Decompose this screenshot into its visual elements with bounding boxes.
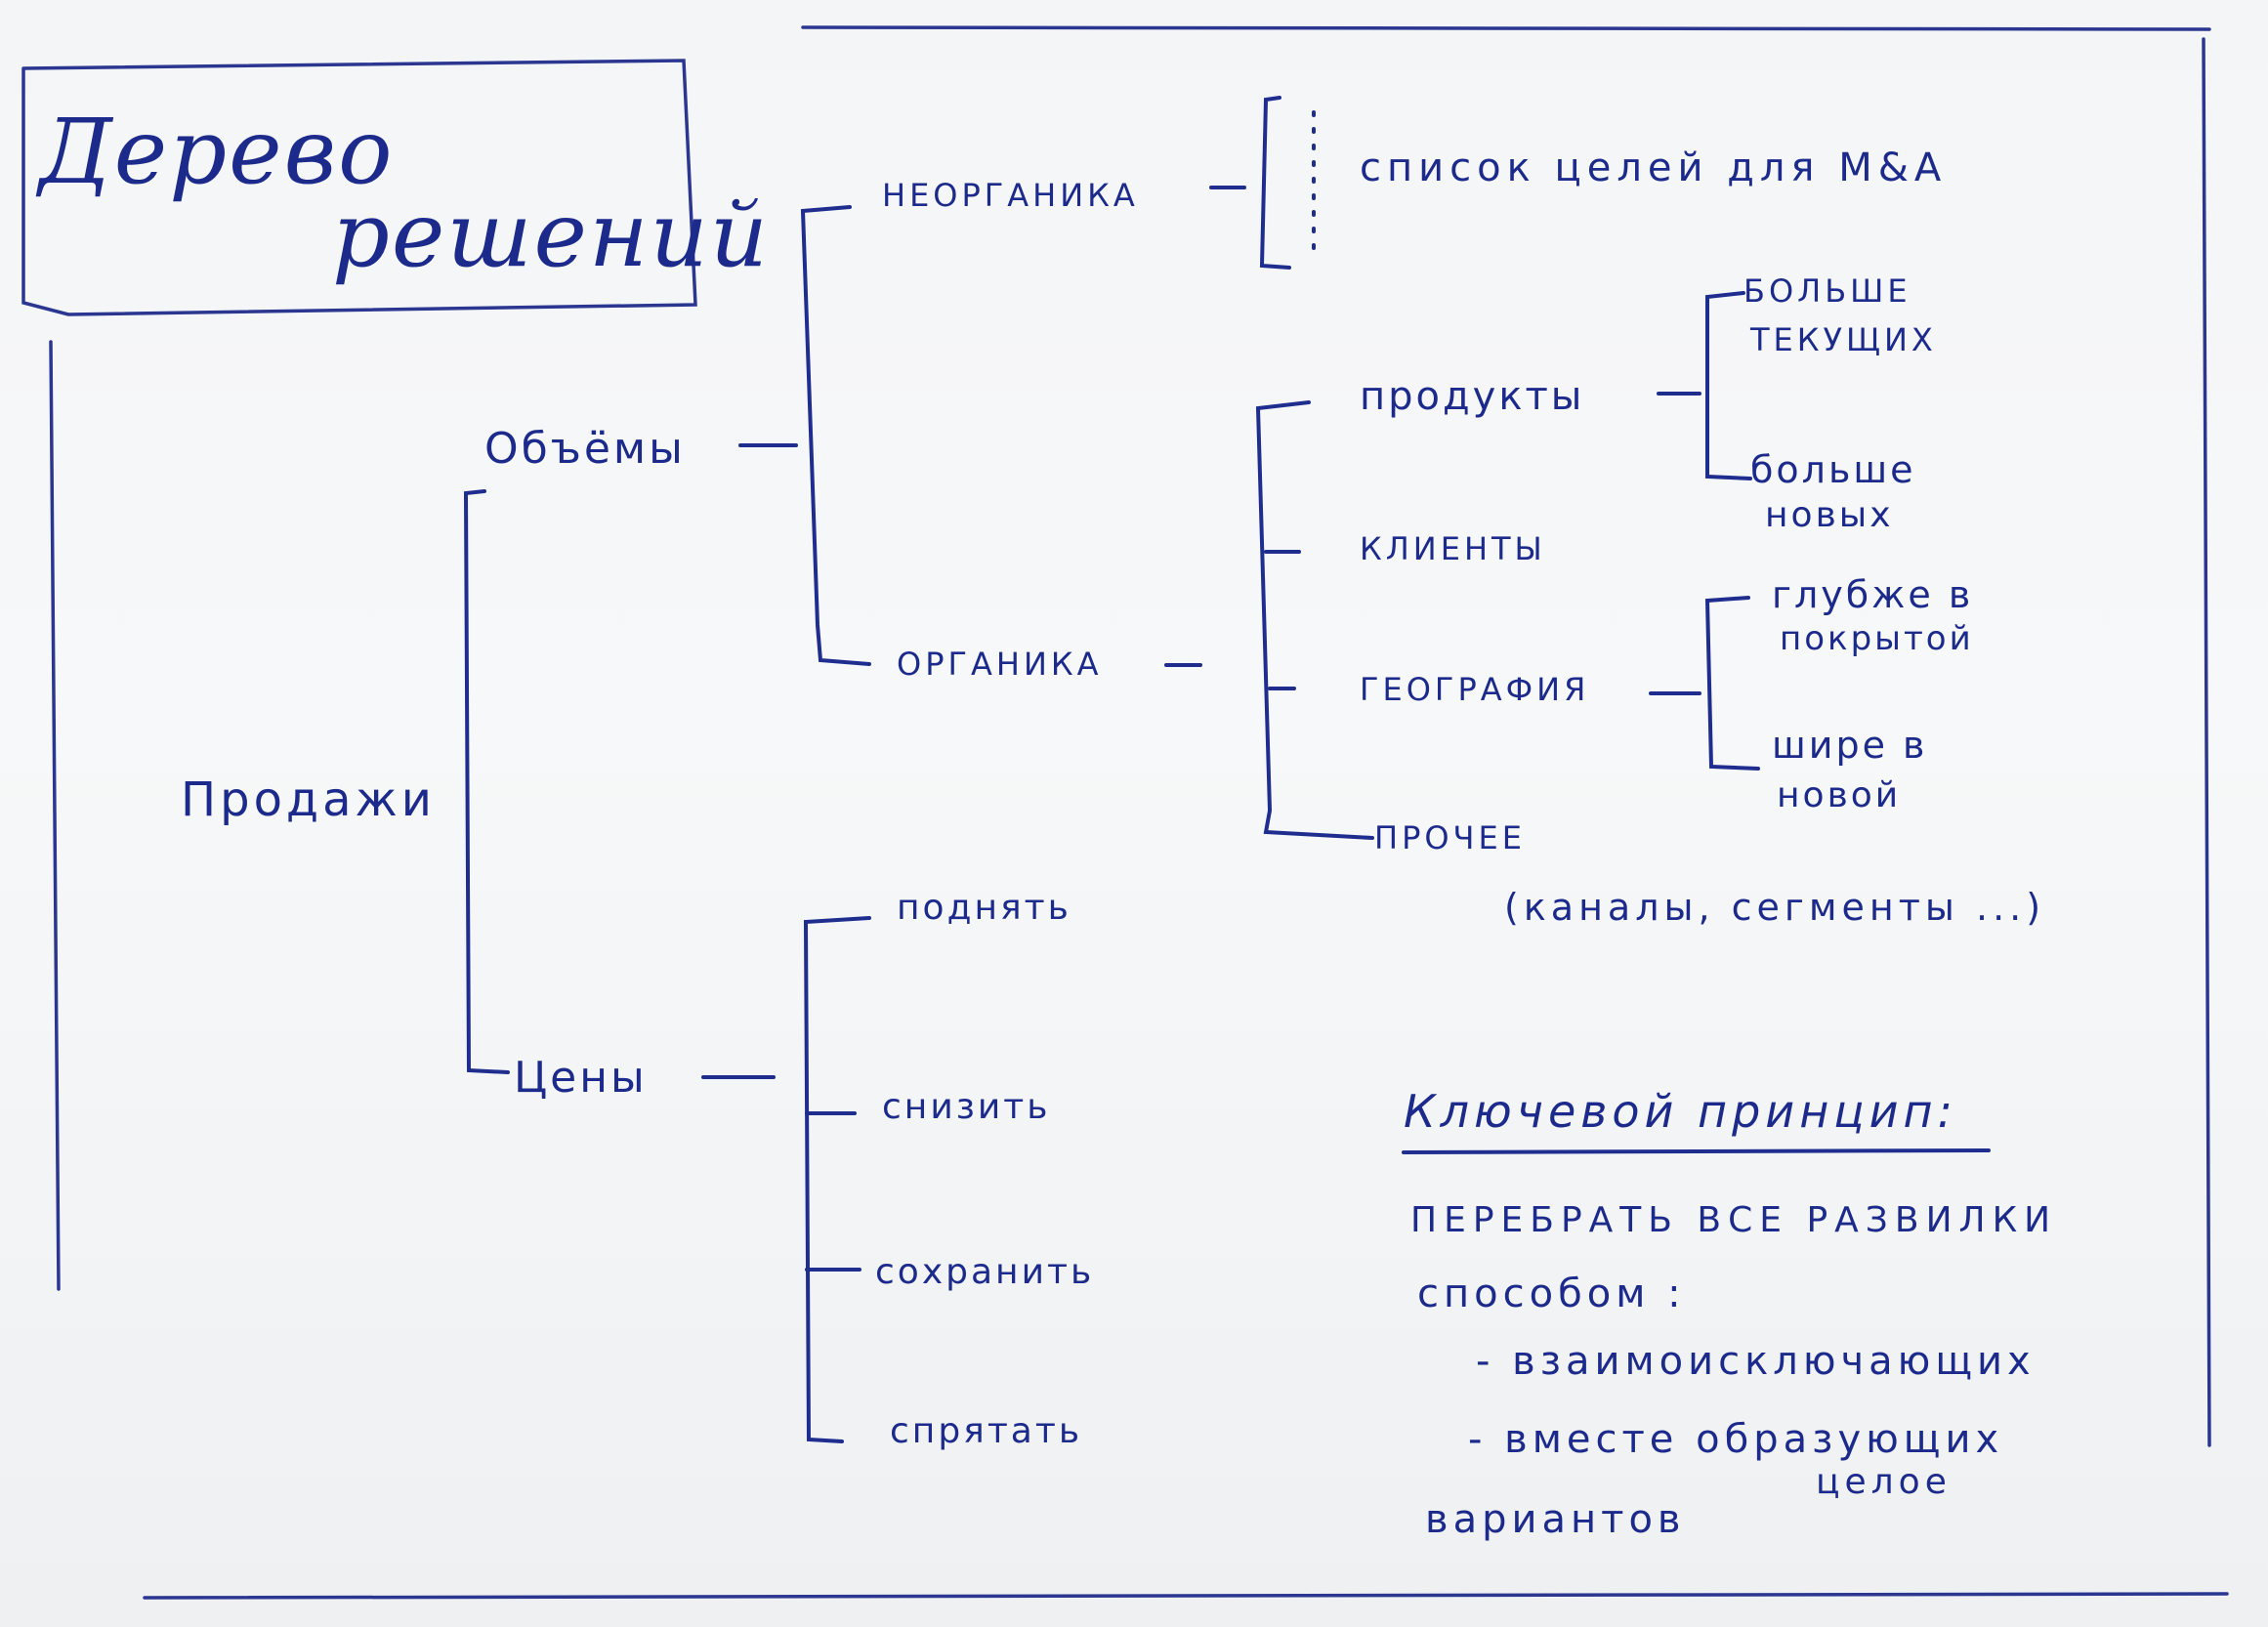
title-line-1: Дерево (39, 100, 395, 204)
frame-top (801, 25, 2211, 31)
node-wider-2: новой (1777, 775, 1902, 815)
node-root: Продажи (181, 772, 436, 827)
node-wider-1: шире в (1772, 724, 1928, 767)
node-price-keep: сохранить (875, 1252, 1095, 1292)
node-other: прочее (1374, 819, 1526, 856)
title-box (21, 59, 697, 316)
node-geography: география (1360, 671, 1590, 708)
node-volumes: Объёмы (484, 424, 686, 474)
node-more-current-1: больше (1743, 272, 1911, 310)
node-inorganic: Неорганика (882, 177, 1139, 214)
frame-left (49, 340, 61, 1291)
node-ma-targets: список целей для M&A (1360, 146, 1948, 190)
node-other-note: (каналы, сегменты ...) (1504, 886, 2046, 929)
frame-bottom (143, 1592, 2229, 1600)
node-deeper-1: глубже в (1772, 573, 1974, 616)
principle-underline (1402, 1148, 1991, 1154)
title-line-2: решений (332, 183, 771, 287)
node-prices: Цены (514, 1053, 648, 1103)
geography-bracket (1704, 596, 1760, 771)
root-bracket (463, 489, 510, 1074)
node-more-current-2: текущих (1750, 321, 1937, 358)
node-clients: клиенты (1360, 530, 1546, 567)
node-price-raise: поднять (897, 888, 1071, 928)
prices-bracket (803, 916, 871, 1443)
principle-heading: Ключевой принцип: (1404, 1085, 1958, 1138)
organic-bracket (1255, 400, 1374, 840)
principle-bullet-2-cont: целое (1816, 1462, 1952, 1502)
node-deeper-2: покрытой (1780, 619, 1974, 658)
volumes-bracket (800, 205, 871, 666)
node-price-hide: спрятать (890, 1411, 1083, 1451)
node-price-lower: снизить (882, 1087, 1051, 1127)
products-bracket (1705, 291, 1752, 480)
principle-bullet-1: - взаимоисключающих (1476, 1339, 2036, 1384)
node-products: продукты (1360, 374, 1585, 419)
principle-line-1: перебрать все развилки (1410, 1200, 2058, 1240)
node-more-new-2: новых (1765, 495, 1894, 535)
node-organic: Органика (897, 646, 1103, 683)
inorganic-bracket (1259, 96, 1291, 270)
frame-right (2202, 37, 2211, 1447)
principle-bullet-2: - вместе образующих (1468, 1417, 2004, 1462)
principle-last-line: вариантов (1425, 1497, 1686, 1542)
node-more-new-1: больше (1750, 448, 1916, 491)
principle-line-2: способом : (1417, 1272, 1686, 1316)
